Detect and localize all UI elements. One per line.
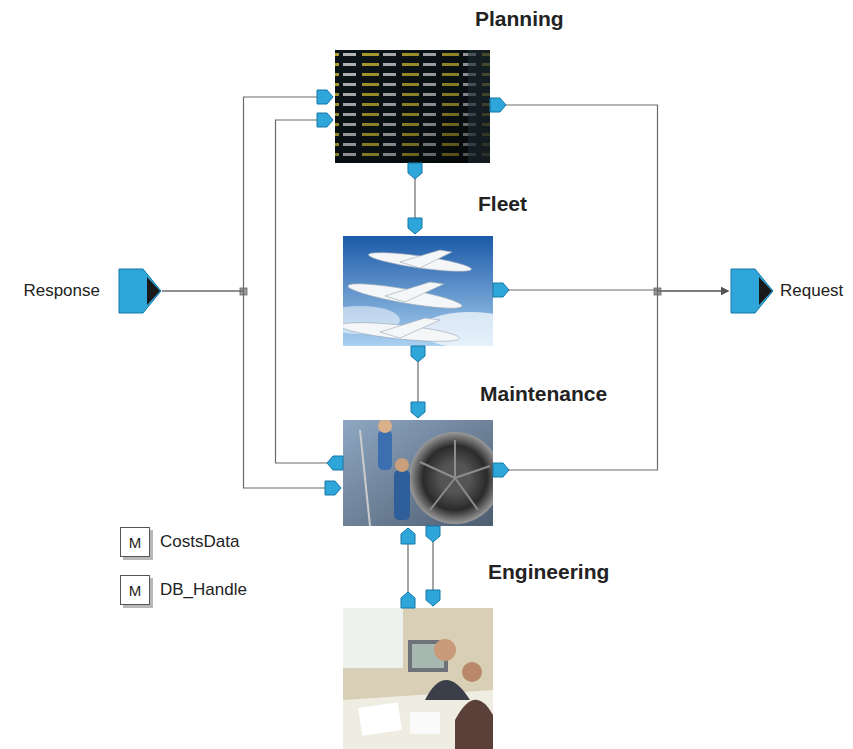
arrowhead <box>721 287 729 295</box>
connector <box>401 528 415 608</box>
block-heading: Planning <box>475 7 564 31</box>
port-marker <box>411 346 425 362</box>
port-marker <box>493 463 509 477</box>
connector-line <box>414 179 415 220</box>
port-marker <box>493 283 509 297</box>
port-marker <box>408 218 422 234</box>
port-marker <box>408 163 422 179</box>
port-marker <box>327 456 343 470</box>
connector-line <box>162 97 319 291</box>
port-marker <box>317 113 333 127</box>
engineering-office-photo <box>343 608 493 749</box>
connector <box>162 291 341 495</box>
connector-line <box>162 291 327 488</box>
connector <box>493 283 729 297</box>
model-box: MDB_Handle <box>120 575 150 605</box>
response-port: Response <box>118 268 162 314</box>
planning-block: Planning <box>335 50 490 163</box>
port-label: Request <box>780 281 843 301</box>
request-port: Request <box>730 268 774 314</box>
port-marker <box>401 592 415 608</box>
connector <box>411 346 425 418</box>
connector-line <box>432 542 433 592</box>
port-marker <box>317 90 333 104</box>
connector <box>426 526 440 606</box>
block-heading: Maintenance <box>480 382 607 406</box>
connector-line <box>417 362 418 404</box>
fleet-block: Fleet <box>343 236 493 346</box>
port-marker <box>490 98 506 112</box>
model-letter: M <box>121 528 149 556</box>
arrowhead <box>721 287 729 295</box>
connector <box>276 113 344 470</box>
connector-line <box>276 120 328 463</box>
port-marker <box>411 402 425 418</box>
connector-line <box>506 105 722 291</box>
arrowhead <box>721 287 729 295</box>
port-symbol <box>118 268 162 314</box>
port-symbol <box>730 268 774 314</box>
aircraft-photo <box>343 236 493 346</box>
port-label: Response <box>23 281 100 301</box>
port-marker <box>401 528 415 544</box>
connector <box>408 163 422 234</box>
port-marker <box>426 526 440 542</box>
model-letter: M <box>121 576 149 604</box>
connector-line <box>407 542 408 592</box>
port-marker <box>325 481 341 495</box>
departure-board-photo <box>335 50 490 163</box>
connector-line <box>509 291 722 470</box>
engineering-block: Engineering <box>343 608 493 749</box>
maintenance-block: Maintenance <box>343 420 493 526</box>
model-box: MCostsData <box>120 527 150 557</box>
engine-maintenance-photo <box>343 420 493 526</box>
model-name: DB_Handle <box>160 580 247 600</box>
model-name: CostsData <box>160 532 239 552</box>
port-marker <box>426 590 440 606</box>
block-heading: Fleet <box>478 192 527 216</box>
block-heading: Engineering <box>488 560 609 584</box>
